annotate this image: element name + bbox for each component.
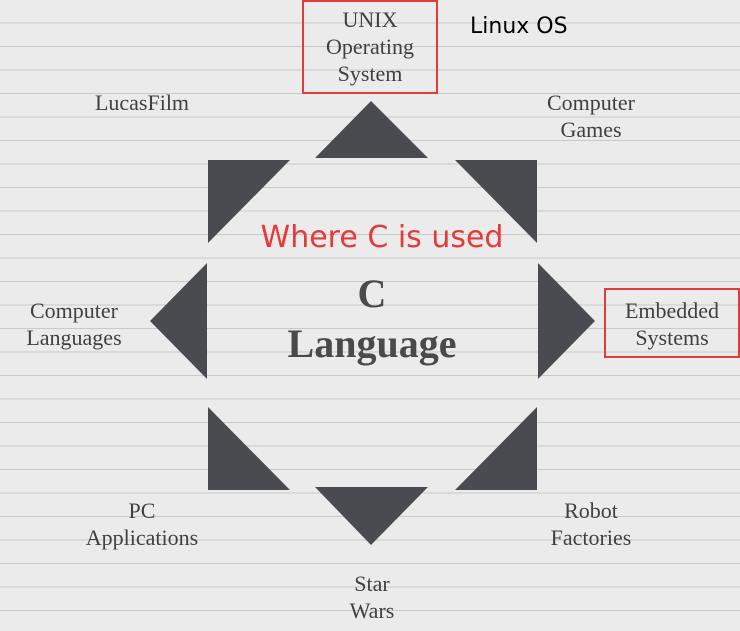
label-pc-applications-line-1: PC xyxy=(128,498,156,523)
label-unix-line-3: System xyxy=(337,61,403,86)
arrow-top xyxy=(315,101,428,158)
highlight-box-embedded xyxy=(604,288,740,358)
arrow-bottom xyxy=(315,487,428,545)
label-embedded-systems-line-1: Embedded xyxy=(624,298,720,323)
arrow-right xyxy=(538,263,595,379)
label-unix: UNIX Operating System xyxy=(303,6,437,87)
label-embedded-systems-line-2: Systems xyxy=(635,325,709,350)
label-star-wars-line-2: Wars xyxy=(349,598,395,623)
label-pc-applications-line-2: Applications xyxy=(85,525,199,550)
arrow-top-left xyxy=(208,160,290,243)
label-star-wars-line-1: Star xyxy=(354,571,390,596)
label-robot-factories-line-2: Factories xyxy=(550,525,632,550)
label-computer-games-line-2: Games xyxy=(560,117,622,142)
heading-where-c-is-used: Where C is used xyxy=(260,220,504,255)
highlight-box-unix xyxy=(302,0,438,94)
label-robot-factories-line-1: Robot xyxy=(564,498,618,523)
arrow-top-right xyxy=(455,160,537,243)
arrow-bottom-left xyxy=(208,407,290,490)
label-star-wars: Star Wars xyxy=(302,570,442,624)
label-computer-languages-line-2: Languages xyxy=(26,325,122,350)
label-lucasfilm: LucasFilm xyxy=(72,89,212,116)
center-title-language: Language xyxy=(287,321,457,366)
label-unix-line-1: UNIX xyxy=(342,7,398,32)
label-pc-applications: PC Applications xyxy=(62,497,222,551)
label-unix-line-2: Operating xyxy=(326,34,414,59)
label-computer-games: Computer Games xyxy=(521,89,661,143)
center-title-c: C xyxy=(357,271,387,316)
label-computer-languages-line-1: Computer xyxy=(30,298,118,323)
annotation-linux-os: Linux OS xyxy=(470,14,568,39)
arrow-bottom-right xyxy=(455,407,537,490)
label-embedded-systems: Embedded Systems xyxy=(605,297,739,351)
arrow-left xyxy=(150,263,207,379)
label-computer-games-line-1: Computer xyxy=(547,90,635,115)
label-computer-languages: Computer Languages xyxy=(4,297,144,351)
label-lucasfilm-line-1: LucasFilm xyxy=(94,90,190,115)
label-robot-factories: Robot Factories xyxy=(521,497,661,551)
